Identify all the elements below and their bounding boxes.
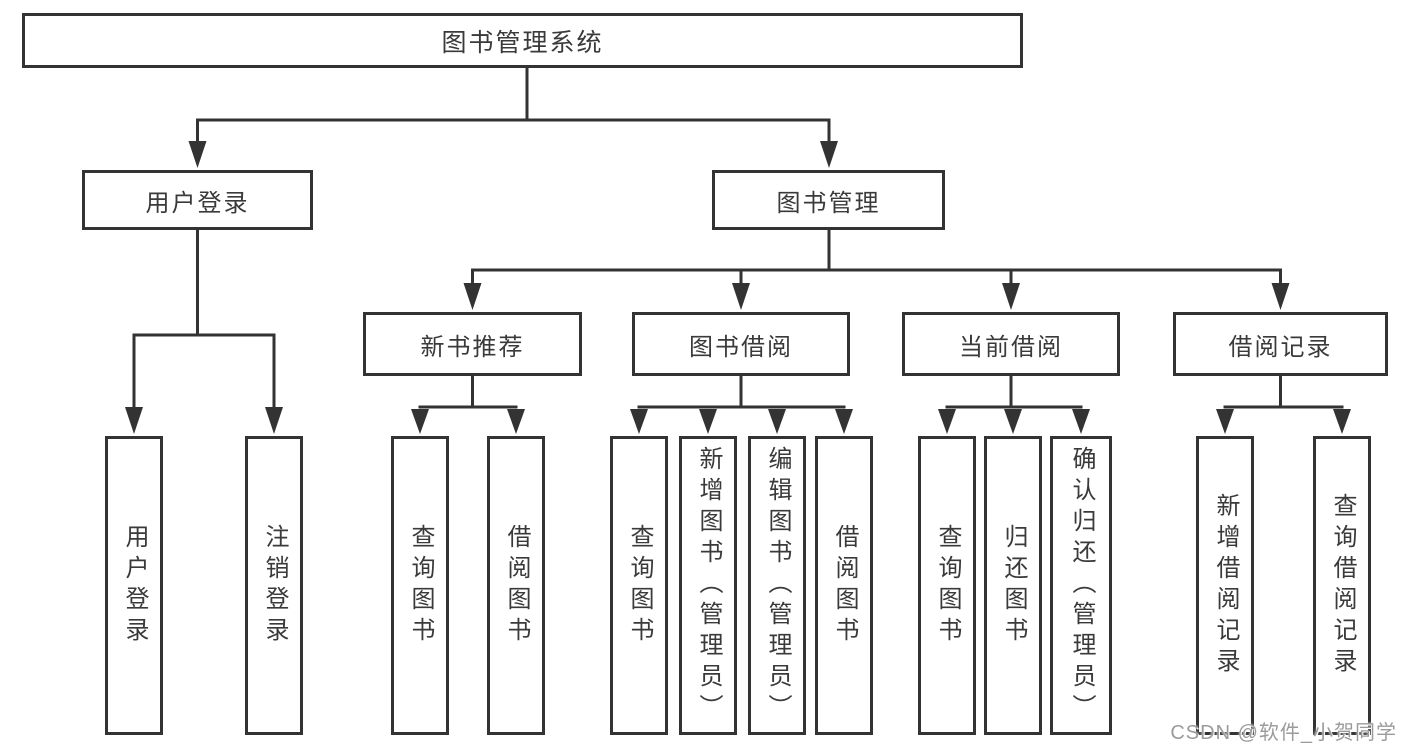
- node-user-login: 用户登录: [82, 170, 313, 230]
- node-leaf-add-borrow-record: 新增借阅记录: [1196, 436, 1254, 735]
- leaf-label: 查询借阅记录: [1329, 492, 1356, 679]
- node-leaf-return-books: 归还图书: [984, 436, 1042, 735]
- node-leaf-query-borrow-record: 查询借阅记录: [1313, 436, 1371, 735]
- connector-borrow-records-children: [1216, 374, 1351, 434]
- node-new-book-recommendation: 新书推荐: [363, 312, 582, 376]
- connector-user-login-children: [125, 228, 283, 434]
- node-book-management: 图书管理: [712, 170, 945, 230]
- node-leaf-confirm-return-admin: 确认归还（管理员）: [1050, 436, 1112, 735]
- csdn-watermark: CSDN @软件_小贺同学: [1170, 722, 1397, 744]
- leaf-label: 查询图书: [934, 523, 961, 648]
- node-leaf-query-books-3: 查询图书: [918, 436, 976, 735]
- leaf-label: 注销登录: [261, 523, 288, 648]
- node-leaf-query-books-2: 查询图书: [610, 436, 668, 735]
- leaf-label: 查询图书: [407, 523, 434, 648]
- connector-book-borrow-children: [630, 374, 853, 434]
- node-leaf-borrow-books-2: 借阅图书: [815, 436, 873, 735]
- connector-book-management-to-level3: [463, 228, 1290, 310]
- leaf-label: 新增借阅记录: [1212, 492, 1239, 679]
- leaf-label: 新增图书（管理员）: [695, 446, 722, 725]
- connector-new-book-children: [411, 374, 525, 434]
- leaf-label: 编辑图书（管理员）: [764, 446, 791, 725]
- leaf-label: 归还图书: [1000, 523, 1027, 648]
- node-current-borrowing: 当前借阅: [902, 312, 1120, 376]
- leaf-label: 查询图书: [626, 523, 653, 648]
- node-leaf-borrow-books-1: 借阅图书: [487, 436, 545, 735]
- node-leaf-user-login: 用户登录: [105, 436, 163, 735]
- connector-current-borrow-children: [938, 374, 1090, 434]
- node-root-library-management-system: 图书管理系统: [22, 13, 1023, 68]
- leaf-label: 确认归还（管理员）: [1068, 446, 1095, 725]
- node-leaf-add-books-admin: 新增图书（管理员）: [679, 436, 737, 735]
- node-leaf-edit-books-admin: 编辑图书（管理员）: [748, 436, 806, 735]
- node-book-borrowing: 图书借阅: [632, 312, 850, 376]
- leaf-label: 借阅图书: [503, 523, 530, 648]
- node-leaf-query-books-1: 查询图书: [391, 436, 449, 735]
- node-borrowing-records: 借阅记录: [1173, 312, 1388, 376]
- node-leaf-logout: 注销登录: [245, 436, 303, 735]
- leaf-label: 用户登录: [121, 523, 148, 648]
- connector-root-to-level2: [188, 66, 838, 168]
- leaf-label: 借阅图书: [831, 523, 858, 648]
